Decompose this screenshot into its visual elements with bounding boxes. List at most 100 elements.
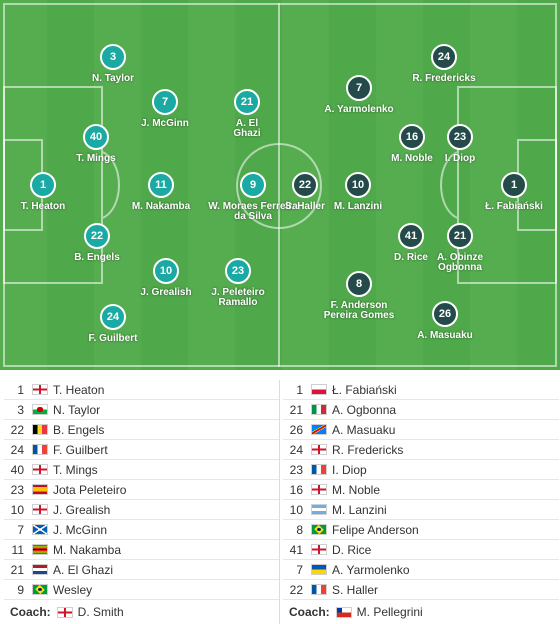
pitch-player-home[interactable]: 10 J. Grealish: [111, 258, 221, 298]
pitch-player-home[interactable]: 23 J. Peleteiro Ramallo: [183, 258, 293, 308]
shirt-number: 16: [289, 482, 303, 497]
player-name: T. Mings: [76, 153, 116, 164]
pitch-player-away[interactable]: 41 D. Rice: [356, 223, 466, 263]
player-number: 41: [398, 223, 424, 249]
player-number: 7: [346, 75, 372, 101]
pitch-player-home[interactable]: 22 B. Engels: [42, 223, 152, 263]
player-name: M. Lanzini: [333, 201, 383, 212]
england-flag-icon: [311, 544, 327, 555]
shirt-number: 21: [10, 562, 24, 577]
shirt-number: 22: [289, 582, 303, 597]
player-number: 10: [153, 258, 179, 284]
coach-name[interactable]: M. Pellegrini: [356, 605, 423, 619]
brazil-flag-icon: [32, 584, 48, 595]
england-flag-icon: [311, 444, 327, 455]
player-name: I. Diop: [444, 153, 476, 164]
player-number: 3: [100, 44, 126, 70]
shirt-number: 21: [289, 402, 303, 417]
england-flag-icon: [32, 464, 48, 475]
column-divider: [279, 380, 280, 624]
shirt-number: 3: [17, 402, 24, 417]
player-name: M. Noble: [391, 153, 433, 164]
pitch-player-away[interactable]: 24 R. Fredericks: [389, 44, 499, 84]
player-name: J. McGinn: [141, 118, 189, 129]
player-number: 16: [399, 124, 425, 150]
pitch-player-away[interactable]: 8 F. Anderson Pereira Gomes: [304, 271, 414, 321]
coach-name[interactable]: D. Smith: [77, 605, 124, 619]
pitch-player-away[interactable]: 23 I. Diop: [405, 124, 515, 164]
player-name: Wesley: [53, 582, 93, 597]
pitch-player-home[interactable]: 11 M. Nakamba: [106, 172, 216, 212]
pitch-player-away[interactable]: 21 A. Obinze Ogbonna: [405, 223, 515, 273]
shirt-number: 9: [17, 582, 24, 597]
player-number: 11: [148, 172, 174, 198]
shirt-number: 24: [10, 442, 24, 457]
france-flag-icon: [311, 584, 327, 595]
player-number: 7: [152, 89, 178, 115]
player-number: 21: [447, 223, 473, 249]
player-number: 1: [30, 172, 56, 198]
player-name: B. Engels: [53, 422, 105, 437]
pitch-player-away[interactable]: 10 M. Lanzini: [303, 172, 413, 212]
player-name: T. Mings: [53, 462, 98, 477]
pitch-player-home[interactable]: 40 T. Mings: [41, 124, 151, 164]
player-name: M. Nakamba: [53, 542, 122, 557]
player-number: 40: [83, 124, 109, 150]
pitch-player-home[interactable]: 9 W. Moraes Ferreira da Silva: [198, 172, 308, 222]
poland-flag-icon: [311, 384, 327, 395]
player-name: D. Rice: [332, 542, 372, 557]
pitch-player-away[interactable]: 22 S. Haller: [250, 172, 360, 212]
france-flag-icon: [311, 464, 327, 475]
shirt-number: 10: [10, 502, 24, 517]
pitch-player-away[interactable]: 1 Ł. Fabiański: [459, 172, 560, 212]
shirt-number: 1: [296, 382, 303, 397]
pitch-player-away[interactable]: 16 M. Noble: [357, 124, 467, 164]
pitch-player-home[interactable]: 21 A. El Ghazi: [192, 89, 302, 139]
pitch-player-home[interactable]: 1 T. Heaton: [0, 172, 98, 212]
player-number: 24: [100, 304, 126, 330]
shirt-number: 23: [289, 462, 303, 477]
player-name: A. Obinze Ogbonna: [436, 252, 484, 273]
player-name: S. Haller: [284, 201, 326, 212]
center-circle: [236, 143, 322, 229]
player-name: T. Heaton: [20, 201, 66, 212]
pitch-player-home[interactable]: 7 J. McGinn: [110, 89, 220, 129]
pitch-stripe: [188, 0, 235, 370]
pitch: 3 N. Taylor 7 J. McGinn 21 A. El Ghazi 4…: [0, 0, 560, 370]
shirt-number: 24: [289, 442, 303, 457]
pitch-stripe: [376, 0, 423, 370]
pitch-player-home[interactable]: 3 N. Taylor: [58, 44, 168, 84]
lineup-row[interactable]: 9 Wesley: [4, 580, 280, 600]
player-name: N. Taylor: [53, 402, 101, 417]
player-number: 22: [292, 172, 318, 198]
england-flag-icon: [32, 384, 48, 395]
player-name: F. Anderson Pereira Gomes: [323, 300, 395, 321]
lineup-row[interactable]: 3 N. Taylor: [4, 400, 280, 420]
player-name: W. Moraes Ferreira da Silva: [208, 201, 298, 222]
pitch-player-away[interactable]: 26 A. Masuaku: [390, 301, 500, 341]
player-number: 10: [345, 172, 371, 198]
pitch-player-away[interactable]: 7 A. Yarmolenko: [304, 75, 414, 115]
pitch-player-home[interactable]: 24 F. Guilbert: [58, 304, 168, 344]
